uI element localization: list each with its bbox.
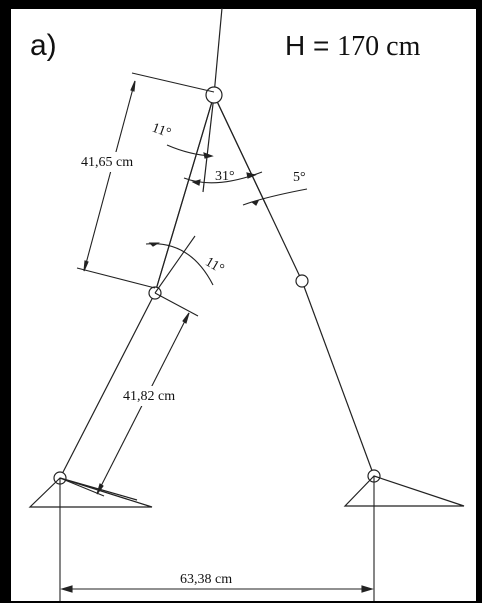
hip-right-angle-arrow bbox=[250, 200, 259, 206]
hip-between-angle-arrow-right bbox=[246, 172, 257, 179]
height-label: H = 170 cm bbox=[285, 30, 421, 62]
hip-between-angle-label: 31° bbox=[215, 169, 235, 184]
step-width-dimension bbox=[59, 476, 375, 601]
left-foot bbox=[28, 477, 153, 508]
shank-dim-arrow-bottom bbox=[96, 483, 104, 495]
trunk-line bbox=[213, 7, 223, 96]
knee-extension bbox=[154, 94, 215, 294]
thigh-dim-ext-bottom bbox=[76, 267, 156, 289]
shank-dim-ext-bottom bbox=[59, 477, 105, 497]
shank-dim-arrow-top bbox=[182, 312, 190, 324]
step-width-arrow-right bbox=[361, 585, 374, 593]
panel-label: a) bbox=[30, 29, 57, 62]
skeleton bbox=[59, 7, 375, 479]
shank-length-label: 41,82 cm bbox=[123, 389, 175, 404]
shank-label-bg bbox=[121, 386, 199, 406]
hip-right-angle-label: 5° bbox=[293, 170, 306, 185]
knee-angle-arrow bbox=[148, 242, 160, 247]
thigh-dim-ext-top bbox=[131, 72, 215, 93]
hip-right-reference bbox=[213, 94, 268, 208]
left-shank bbox=[59, 292, 156, 479]
step-width-arrow-left bbox=[60, 585, 73, 593]
thigh-label-bg bbox=[78, 152, 158, 172]
hip-right-angle-arc bbox=[242, 188, 308, 206]
right-foot bbox=[343, 475, 465, 507]
thigh-dimension bbox=[76, 72, 215, 289]
step-width-label: 63,38 cm bbox=[180, 572, 232, 587]
knee-angle-reference bbox=[154, 235, 196, 294]
height-label-value: 170 cm bbox=[337, 31, 420, 62]
height-label-prefix: H = bbox=[285, 30, 337, 61]
thigh-dim-arrow-bottom bbox=[83, 260, 89, 272]
right-shank bbox=[301, 280, 375, 477]
thigh-dim-line bbox=[83, 80, 136, 272]
canvas-background bbox=[11, 9, 476, 601]
angle-arcs bbox=[145, 144, 308, 294]
shank-dim-ext-top bbox=[154, 292, 199, 317]
hip-upper-angle-arrow bbox=[203, 152, 214, 159]
hip-upper-angle-label: 11° bbox=[150, 121, 173, 142]
thigh-length-label: 41,65 cm bbox=[81, 155, 133, 170]
hip-between-angle-arrow-left bbox=[191, 179, 201, 186]
right-knee-joint bbox=[295, 274, 309, 288]
thigh-dim-arrow-top bbox=[130, 80, 136, 92]
hip-joint bbox=[205, 86, 223, 104]
hip-vertical-reference bbox=[202, 94, 215, 193]
